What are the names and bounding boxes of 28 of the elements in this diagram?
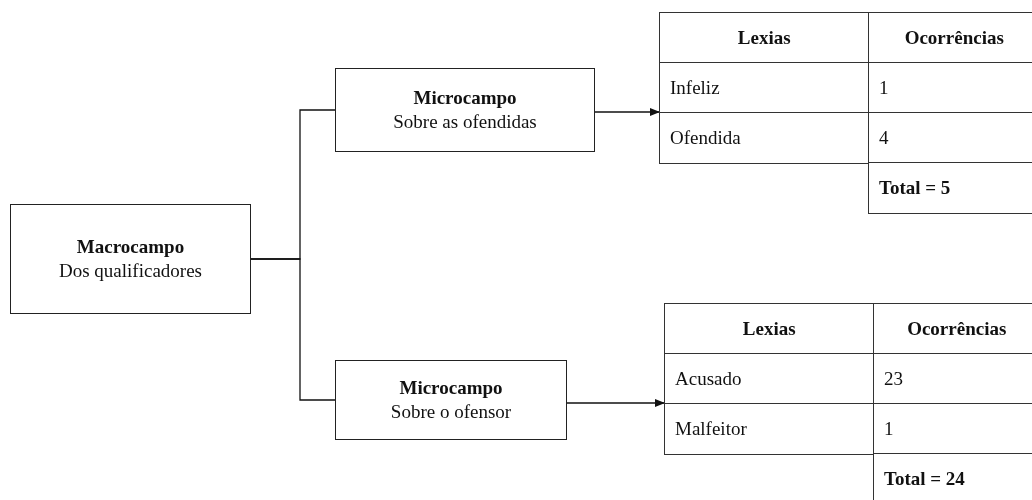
table-cell: 4	[868, 112, 1032, 164]
table-header: Ocorrências	[868, 12, 1032, 64]
arrow	[594, 108, 660, 116]
table-cell: Infeliz	[659, 62, 870, 114]
table-cell: Total = 5	[868, 162, 1032, 214]
table-header: Ocorrências	[873, 303, 1032, 355]
box-heading: Microcampo	[399, 376, 503, 400]
box-text: Dos qualificadores	[59, 259, 202, 283]
table-header: Lexias	[664, 303, 875, 355]
category-box	[335, 360, 567, 440]
table-cell: Ofendida	[659, 112, 870, 164]
arrow	[566, 399, 665, 407]
table-cell: 23	[873, 353, 1032, 405]
box-heading: Macrocampo	[76, 235, 185, 259]
category-box	[335, 68, 595, 152]
category-box	[10, 204, 251, 314]
box-text: Sobre as ofendidas	[393, 110, 537, 134]
box-heading: Microcampo	[413, 86, 517, 110]
table-cell: Total = 24	[873, 453, 1032, 500]
table-cell: Malfeitor	[664, 403, 875, 455]
data-table	[659, 12, 1032, 213]
data-table	[664, 303, 1032, 500]
table-cell: 1	[873, 403, 1032, 455]
table-cell: Acusado	[664, 353, 875, 405]
box-text: Sobre o ofensor	[390, 400, 512, 424]
table-header: Lexias	[659, 12, 870, 64]
connector-line	[250, 258, 336, 401]
table-cell: 1	[868, 62, 1032, 114]
